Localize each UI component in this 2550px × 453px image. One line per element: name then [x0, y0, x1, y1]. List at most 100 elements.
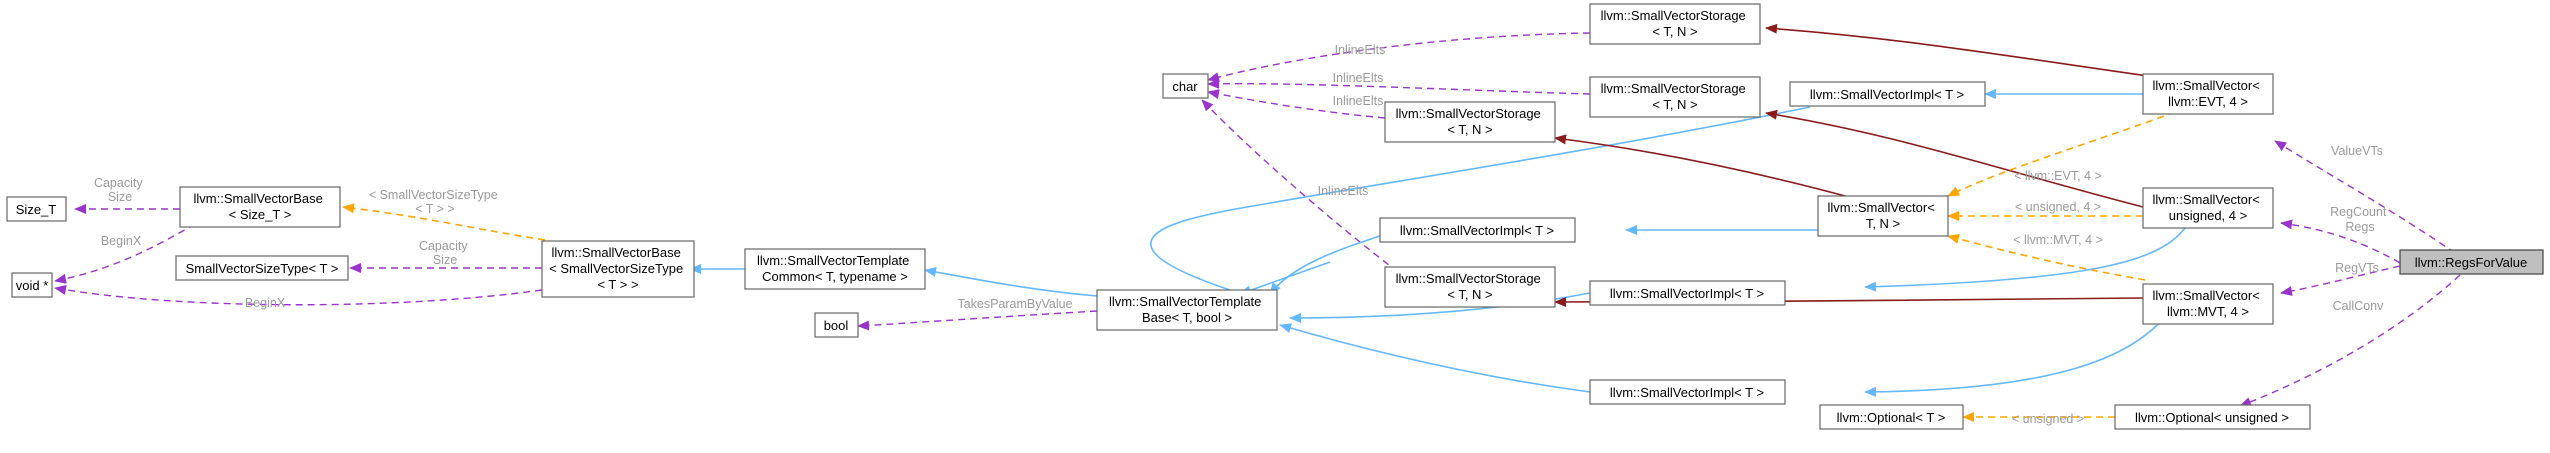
- label-line: Capacity: [94, 176, 143, 190]
- node-label: llvm::SmallVectorBase: [552, 245, 681, 260]
- node-char[interactable]: char: [1162, 73, 1209, 99]
- edge-sv-tn-to-storage-3: [1554, 134, 1861, 201]
- node-smallvectorstorage-top[interactable]: llvm::SmallVectorStorage < T, N >: [1589, 3, 1761, 45]
- node-label: < T, N >: [1652, 97, 1697, 112]
- svg-text:llvm::SmallVector< llv: llvm::SmallVector< llvm::MVT, 4 >: [2153, 288, 2264, 319]
- edge-storage-3-to-char: [1207, 89, 1386, 119]
- edge-svbase-sizet-to-void: [54, 223, 196, 284]
- svg-text:void *: void *: [16, 278, 49, 293]
- node-optional-unsigned[interactable]: llvm::Optional< unsigned >: [2114, 404, 2311, 430]
- node-regsforvalue[interactable]: llvm::RegsForValue: [2399, 249, 2544, 275]
- node-label: unsigned, 4 >: [2169, 208, 2247, 223]
- node-smallvector-evt[interactable]: llvm::SmallVector< llvm::EVT, 4 >: [2142, 73, 2274, 115]
- node-label: < Size_T >: [229, 207, 292, 222]
- node-smallvectorbase-size-t[interactable]: llvm::SmallVectorBase < Size_T >: [179, 186, 341, 228]
- svg-text:SmallVectorSizeType< T >: SmallVectorSizeType< T >: [186, 261, 339, 276]
- label-line: InlineElts: [1333, 94, 1384, 108]
- node-smallvector-mvt[interactable]: llvm::SmallVector< llvm::MVT, 4 >: [2142, 283, 2274, 325]
- node-smallvectorbase-svst[interactable]: llvm::SmallVectorBase < SmallVectorSizeT…: [541, 240, 695, 298]
- node-smallvectorimpl-4[interactable]: llvm::SmallVectorImpl< T >: [1589, 379, 1786, 405]
- svg-text:llvm::Optional< unsigned >: llvm::Optional< unsigned >: [2135, 410, 2289, 425]
- edge-sv-mvt-to-impl-4: [1864, 302, 2176, 397]
- label-line: ValueVTs: [2331, 144, 2383, 158]
- svg-text:llvm::SmallVector< uns: llvm::SmallVector< unsigned, 4 >: [2153, 192, 2264, 223]
- node-label: llvm::SmallVectorImpl< T >: [1610, 385, 1764, 400]
- node-label: llvm::SmallVectorStorage: [1396, 106, 1541, 121]
- nodes: Size_T void * llvm::SmallVectorBase < Si…: [6, 3, 2544, 430]
- edge-label-beginx-1: BeginX: [101, 234, 142, 248]
- label-line: < llvm::EVT, 4 >: [2014, 169, 2102, 183]
- edge-sv-evt-to-sv-tn: [1947, 111, 2176, 197]
- node-label: bool: [824, 318, 849, 333]
- node-label: llvm::EVT, 4 >: [2168, 94, 2248, 109]
- edge-label-smallvectorsizetype: < SmallVectorSizeType < T > >: [369, 188, 501, 216]
- node-smallvectorstorage-4[interactable]: llvm::SmallVectorStorage < T, N >: [1384, 266, 1556, 308]
- svg-text:llvm::SmallVectorImpl< T >: llvm::SmallVectorImpl< T >: [1610, 385, 1764, 400]
- node-smallvectorstorage-2[interactable]: llvm::SmallVectorStorage < T, N >: [1589, 76, 1761, 118]
- label-line: BeginX: [101, 234, 142, 248]
- node-smallvectorsizetype[interactable]: SmallVectorSizeType< T >: [175, 255, 349, 281]
- edge-label-llvm-mvt-4: < llvm::MVT, 4 >: [2013, 233, 2103, 247]
- edge-label-takes-param-by-value: TakesParamByValue: [957, 297, 1072, 311]
- edge-tmpl-base-to-bool: [857, 310, 1098, 331]
- edge-sv-unsigned-to-storage-2: [1765, 109, 2144, 208]
- node-label: llvm::SmallVector<: [2153, 192, 2260, 207]
- node-size-t[interactable]: Size_T: [6, 196, 67, 222]
- node-smallvectortemplate-base[interactable]: llvm::SmallVectorTemplate Base< T, bool …: [1096, 289, 1278, 331]
- edge-tmpl-common-to-tmpl-base: [924, 267, 1098, 297]
- edge-storage-top-to-char: [1207, 32, 1591, 82]
- edge-rfv-to-sv-evt: [2274, 140, 2456, 254]
- node-label: T, N >: [1866, 216, 1900, 231]
- node-label: llvm::SmallVectorStorage: [1601, 81, 1746, 96]
- edge-rfv-to-optional-unsigned: [2239, 274, 2461, 407]
- label-line: Size: [433, 253, 457, 267]
- svg-text:llvm::SmallVectorStorage: llvm::SmallVectorStorage < T, N >: [1601, 8, 1750, 39]
- node-label: < T > >: [597, 277, 638, 292]
- label-line: InlineElts: [1318, 184, 1369, 198]
- edge-label-beginx-2: BeginX: [245, 296, 286, 310]
- node-label: llvm::RegsForValue: [2415, 255, 2527, 270]
- node-smallvector-t-n[interactable]: llvm::SmallVector< T, N >: [1817, 195, 1949, 237]
- svg-text:llvm::SmallVector< T,: llvm::SmallVector< T, N >: [1828, 200, 1939, 231]
- svg-text:llvm::Optional< T >: llvm::Optional< T >: [1837, 410, 1946, 425]
- svg-text:llvm::SmallVectorBase: llvm::SmallVectorBase < Size_T >: [194, 191, 327, 222]
- node-bool[interactable]: bool: [814, 312, 859, 338]
- node-label: SmallVectorSizeType< T >: [186, 261, 339, 276]
- node-label: llvm::SmallVector<: [2153, 78, 2260, 93]
- node-smallvectorstorage-3[interactable]: llvm::SmallVectorStorage < T, N >: [1384, 101, 1556, 143]
- edge-label-reg-count-regs: RegCount Regs: [2330, 205, 2390, 234]
- node-label: Common< T, typename >: [762, 269, 908, 284]
- edge-label-llvm-evt-4: < llvm::EVT, 4 >: [2014, 169, 2102, 183]
- edge-label-inline-elts-1: InlineElts: [1335, 43, 1386, 57]
- edge-rfv-to-sv-unsigned: [2280, 219, 2401, 264]
- node-smallvector-unsigned[interactable]: llvm::SmallVector< unsigned, 4 >: [2142, 187, 2274, 229]
- node-optional-t[interactable]: llvm::Optional< T >: [1819, 404, 1964, 430]
- svg-text:llvm::SmallVectorStorage: llvm::SmallVectorStorage < T, N >: [1601, 81, 1750, 112]
- node-label: llvm::Optional< unsigned >: [2135, 410, 2289, 425]
- edge-label-capacity-size-1: Capacity Size: [94, 176, 146, 204]
- edge-svbase-svst-to-svbase-sizet: [342, 203, 546, 241]
- svg-text:llvm::SmallVectorImpl< T >: llvm::SmallVectorImpl< T >: [1810, 87, 1964, 102]
- svg-text:llvm::SmallVectorStorage: llvm::SmallVectorStorage < T, N >: [1396, 271, 1545, 302]
- node-label: llvm::SmallVectorImpl< T >: [1610, 286, 1764, 301]
- label-line: InlineElts: [1333, 71, 1384, 85]
- edge-impl-1-to-tmpl-base: [1150, 106, 1811, 294]
- node-void-ptr[interactable]: void *: [11, 272, 53, 298]
- node-label: llvm::SmallVectorImpl< T >: [1810, 87, 1964, 102]
- label-line: TakesParamByValue: [957, 297, 1072, 311]
- label-line: BeginX: [245, 296, 286, 310]
- edge-label-inline-elts-3: InlineElts: [1333, 94, 1384, 108]
- node-smallvectorimpl-3[interactable]: llvm::SmallVectorImpl< T >: [1589, 280, 1786, 306]
- svg-text:llvm::SmallVectorTemplate: llvm::SmallVectorTemplate Common< T, typ…: [757, 253, 913, 284]
- node-smallvectorimpl-1[interactable]: llvm::SmallVectorImpl< T >: [1789, 81, 1986, 107]
- node-smallvectorimpl-2[interactable]: llvm::SmallVectorImpl< T >: [1379, 217, 1576, 243]
- label-line: < unsigned >: [2012, 412, 2084, 426]
- svg-text:llvm::SmallVector< llv: llvm::SmallVector< llvm::EVT, 4 >: [2153, 78, 2264, 109]
- label-line: InlineElts: [1335, 43, 1386, 57]
- node-label: llvm::SmallVectorBase: [194, 191, 323, 206]
- svg-text:llvm::SmallVectorImpl< T >: llvm::SmallVectorImpl< T >: [1610, 286, 1764, 301]
- node-smallvectortemplate-common[interactable]: llvm::SmallVectorTemplate Common< T, typ…: [744, 248, 926, 290]
- node-label: llvm::SmallVector<: [1828, 200, 1935, 215]
- edge-svbase-svst-to-void: [54, 284, 543, 306]
